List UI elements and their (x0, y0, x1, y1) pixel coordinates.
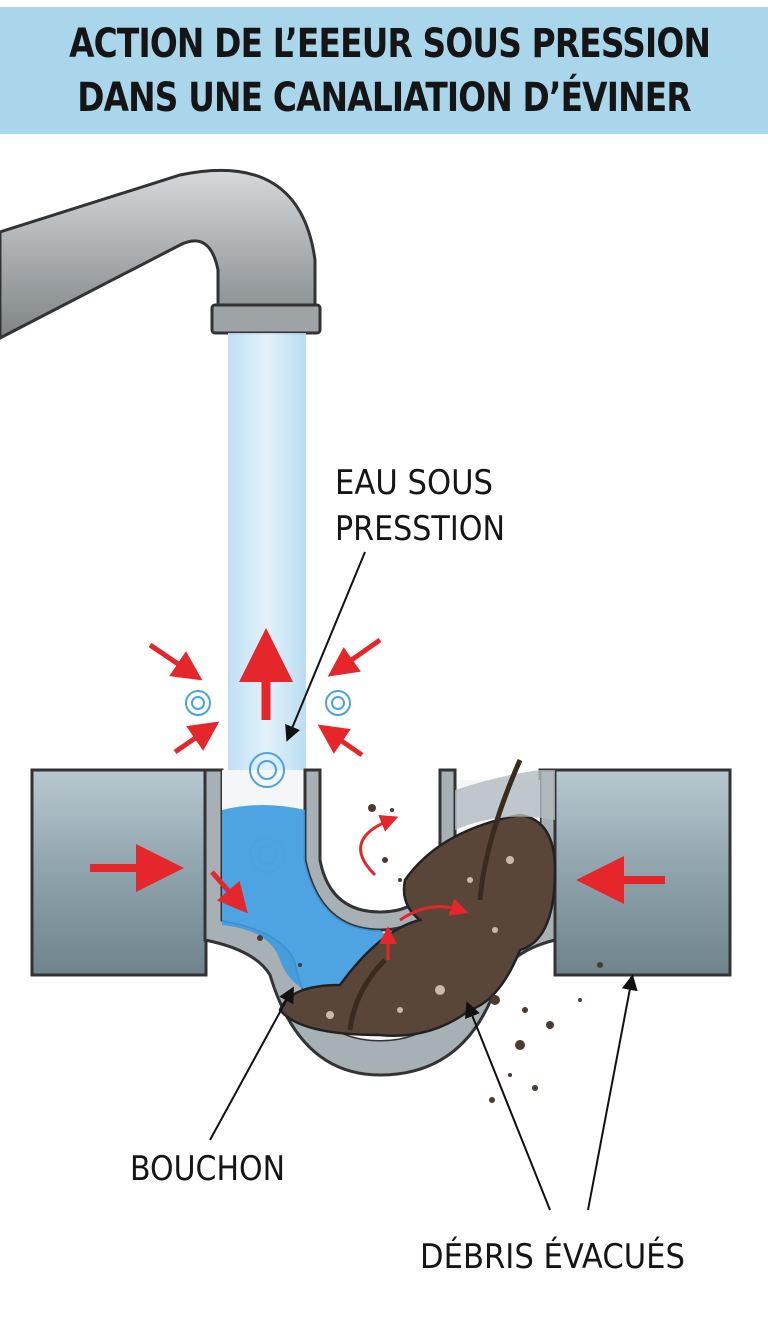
left-pipe (30, 768, 208, 977)
label-water-line-2: PRESSTION (335, 509, 505, 549)
leader-lines (209, 551, 638, 1211)
debris-particles (257, 804, 603, 1103)
label-plug: BOUCHON (130, 1149, 285, 1189)
faucet-nut (210, 303, 322, 335)
title-banner: ACTION DE L’EEEUR SOUS PRESSION DANS UNE… (0, 7, 768, 134)
title-line-2: DANS UNE CANALIATION D’ÉVINER (77, 75, 691, 121)
clog (278, 758, 557, 1037)
title-line-1: ACTION DE L’EEEUR SOUS PRESSION (69, 21, 711, 67)
right-pipe (553, 768, 732, 977)
swirl-icons (185, 690, 351, 873)
water-in-trap (222, 805, 392, 1000)
label-water-line-1: EAU SOUS (335, 463, 493, 503)
faucet (0, 168, 322, 340)
label-debris: DÉBRIS ÉVACUÉS (420, 1236, 685, 1277)
pressure-arrows (90, 628, 665, 960)
